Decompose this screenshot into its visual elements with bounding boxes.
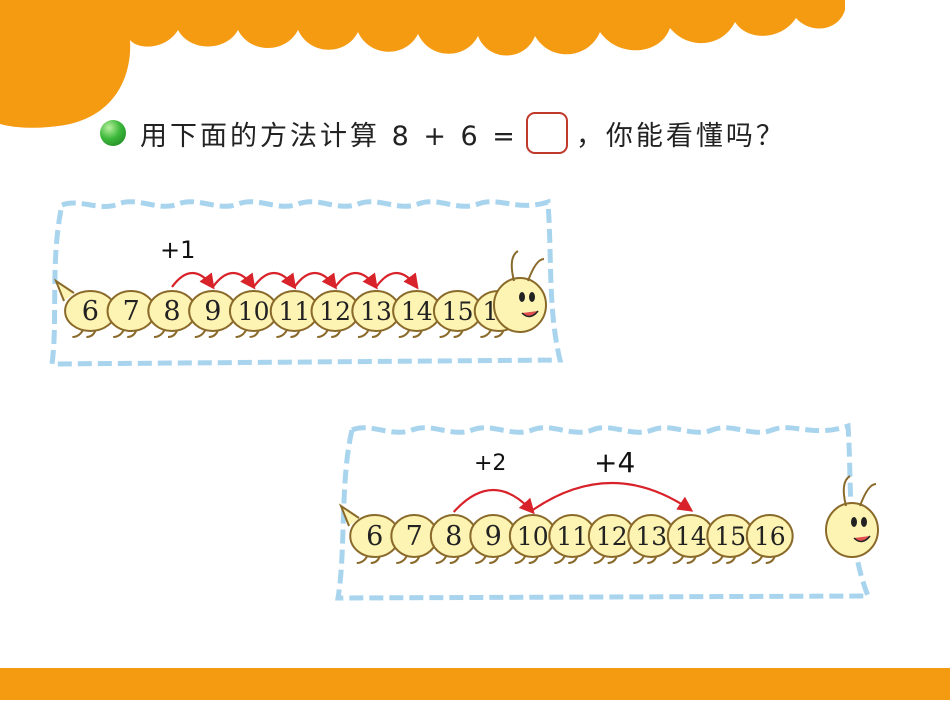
- step-arrows-1: [171, 271, 419, 290]
- segment-number: 8: [445, 521, 462, 552]
- caterpillar-tail: [53, 278, 75, 302]
- step-arrow: [293, 271, 338, 290]
- header-decoration: [0, 0, 845, 128]
- caterpillar-head: [493, 277, 547, 333]
- step-label-plus-2: +2: [474, 451, 506, 476]
- question-prefix: 用下面的方法计算 8 + 6 =: [140, 120, 518, 152]
- segment-number: 8: [163, 296, 180, 327]
- caterpillar-segment: [745, 514, 794, 558]
- segment-number: 9: [485, 521, 502, 552]
- antenna-icon: [510, 250, 545, 282]
- antenna-icon: [842, 475, 877, 507]
- segment-number: 14: [401, 297, 433, 326]
- segment-number: 10: [517, 522, 549, 551]
- segment-number: 12: [319, 297, 351, 326]
- segment-number: 11: [278, 297, 310, 326]
- green-bullet-icon: [100, 120, 126, 146]
- segment-number: 7: [406, 521, 423, 552]
- segment-number: 15: [442, 297, 474, 326]
- segment-number: 15: [714, 522, 746, 551]
- segment-number: 9: [204, 296, 221, 327]
- step-arrow: [252, 271, 297, 290]
- step-label-plus-4: +4: [594, 446, 635, 479]
- smile-icon: [521, 310, 539, 318]
- paper-border-1: [49, 198, 564, 367]
- segment-number: 16: [754, 522, 786, 551]
- segment-number: 14: [675, 522, 707, 551]
- eye-icon: [861, 517, 867, 527]
- question-line: 用下面的方法计算 8 + 6 = ，你能看懂吗？: [100, 108, 786, 158]
- question-suffix: ，你能看懂吗？: [575, 120, 786, 152]
- step-arrow: [211, 271, 256, 290]
- answer-box[interactable]: [525, 112, 568, 154]
- segment-number: 13: [635, 522, 667, 551]
- segment-number: 11: [556, 522, 588, 551]
- step-label-plus-1: +1: [160, 236, 195, 264]
- eye-icon: [529, 292, 535, 302]
- caterpillar-head: [825, 502, 879, 558]
- eye-icon: [851, 517, 857, 527]
- segment-number: 12: [596, 522, 628, 551]
- eye-icon: [519, 292, 525, 302]
- segment-number: 6: [366, 521, 383, 552]
- step-arrows-2: [452, 481, 694, 515]
- segment-number: 10: [238, 297, 270, 326]
- step-arrow: [171, 271, 215, 290]
- step-arrow: [452, 489, 535, 515]
- smile-icon: [853, 535, 871, 543]
- step-arrow: [334, 271, 378, 290]
- step-arrow: [375, 271, 419, 290]
- footer-band: [0, 668, 950, 700]
- segment-number: 6: [82, 296, 99, 327]
- caterpillar-tail: [338, 503, 360, 527]
- segment-number: 13: [360, 297, 392, 326]
- segment-number: 7: [123, 296, 140, 327]
- step-arrow: [532, 481, 694, 512]
